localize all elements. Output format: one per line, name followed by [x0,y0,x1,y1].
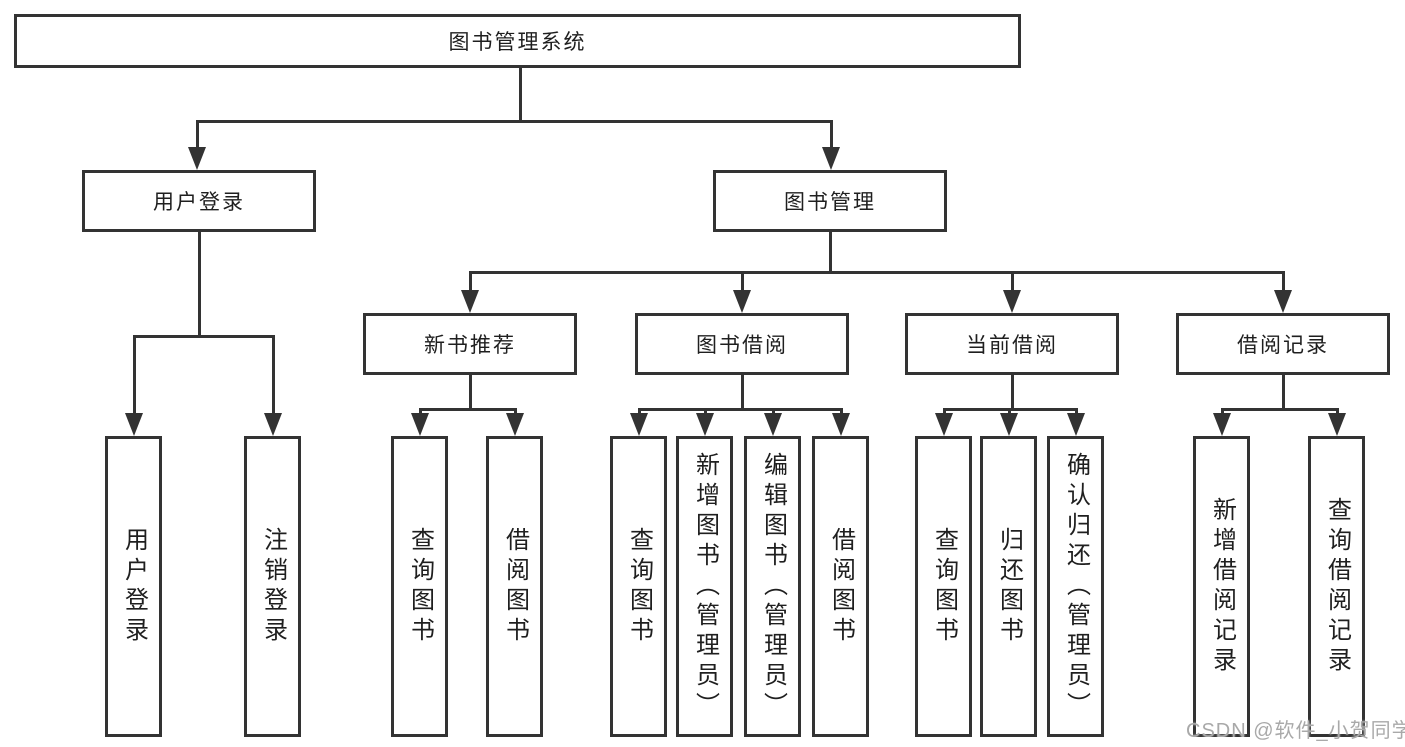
node-leaf-user-login: 用户登录 [105,436,162,737]
connector-drop [133,335,136,416]
node-leaf-query-books-recommend: 查询图书 [391,436,448,737]
arrowhead-down-icon [1274,290,1292,313]
arrowhead-down-icon [733,290,751,313]
arrowhead-down-icon [411,413,429,436]
node-library-system: 图书管理系统 [14,14,1021,68]
connector-bar [419,408,517,411]
node-leaf-query-books-current: 查询图书 [915,436,972,737]
connector-drop [1011,271,1014,293]
node-current-borrowing-label: 当前借阅 [966,334,1058,357]
connector-bar [133,335,275,338]
connector-stub [829,232,832,273]
arrowhead-down-icon [935,413,953,436]
arrowhead-down-icon [696,413,714,436]
arrowhead-down-icon [1003,290,1021,313]
node-leaf-borrow-books-recommend: 借阅图书 [486,436,543,737]
node-leaf-add-borrow-record-label: 新增借阅记录 [1208,496,1236,677]
connector-drop [772,408,775,416]
node-leaf-query-books-current-label: 查询图书 [930,526,958,647]
arrowhead-down-icon [125,413,143,436]
arrowhead-down-icon [822,147,840,170]
connector-stub [741,375,744,410]
node-leaf-confirm-return-admin-label: 确认归还（管理员） [1062,451,1090,722]
node-leaf-edit-books-admin-label: 编辑图书（管理员） [759,451,787,722]
node-new-book-recommend: 新书推荐 [363,313,577,375]
connector-stub [1011,375,1014,410]
node-library-system-label: 图书管理系统 [448,31,587,54]
node-book-management-label: 图书管理 [784,191,876,214]
connector-drop [1075,408,1078,416]
node-leaf-edit-books-admin: 编辑图书（管理员） [744,436,801,737]
node-leaf-return-books: 归还图书 [980,436,1037,737]
connector-drop [830,120,833,150]
node-leaf-borrow-books-recommend-label: 借阅图书 [501,526,529,647]
node-leaf-query-books-recommend-label: 查询图书 [406,526,434,647]
connector-drop [704,408,707,416]
connector-drop [514,408,517,416]
node-leaf-add-books-admin: 新增图书（管理员） [676,436,733,737]
node-user-login: 用户登录 [82,170,316,232]
connector-drop [1336,408,1339,416]
node-leaf-return-books-label: 归还图书 [995,526,1023,647]
connector-drop [272,335,275,416]
connector-bar [196,120,832,123]
connector-drop [1282,271,1285,293]
node-book-borrowing: 图书借阅 [635,313,849,375]
connector-bar [1221,408,1339,411]
connector-drop [469,271,472,293]
node-leaf-query-books-borrow: 查询图书 [610,436,667,737]
connector-bar [638,408,843,411]
node-leaf-logout-label: 注销登录 [259,526,287,647]
connector-drop [638,408,641,416]
connector-stub [469,375,472,410]
node-current-borrowing: 当前借阅 [905,313,1119,375]
node-leaf-logout: 注销登录 [244,436,301,737]
node-leaf-user-login-label: 用户登录 [120,526,148,647]
connector-drop [419,408,422,416]
node-leaf-borrow-books-label: 借阅图书 [827,526,855,647]
arrowhead-down-icon [461,290,479,313]
node-leaf-confirm-return-admin: 确认归还（管理员） [1047,436,1104,737]
arrowhead-down-icon [1067,413,1085,436]
arrowhead-down-icon [264,413,282,436]
arrowhead-down-icon [832,413,850,436]
node-new-book-recommend-label: 新书推荐 [424,334,516,357]
node-borrowing-records: 借阅记录 [1176,313,1390,375]
arrowhead-down-icon [630,413,648,436]
arrowhead-down-icon [1328,413,1346,436]
csdn-watermark: CSDN @软件_小贺同学 [1186,720,1405,742]
connector-stub [198,232,201,337]
connector-drop [741,271,744,293]
connector-drop [840,408,843,416]
arrowhead-down-icon [1213,413,1231,436]
arrowhead-down-icon [1000,413,1018,436]
node-leaf-add-books-admin-label: 新增图书（管理员） [691,451,719,722]
node-leaf-query-books-borrow-label: 查询图书 [625,526,653,647]
connector-stub [519,68,522,122]
connector-drop [1008,408,1011,416]
connector-drop [943,408,946,416]
connector-stub [1282,375,1285,410]
connector-drop [196,120,199,150]
node-leaf-query-borrow-record-label: 查询借阅记录 [1323,496,1351,677]
node-leaf-add-borrow-record: 新增借阅记录 [1193,436,1250,737]
node-book-management: 图书管理 [713,170,947,232]
node-book-borrowing-label: 图书借阅 [696,334,788,357]
arrowhead-down-icon [188,147,206,170]
node-leaf-query-borrow-record: 查询借阅记录 [1308,436,1365,737]
arrowhead-down-icon [764,413,782,436]
arrowhead-down-icon [506,413,524,436]
node-user-login-label: 用户登录 [153,191,245,214]
connector-bar [469,271,1284,274]
node-borrowing-records-label: 借阅记录 [1237,334,1329,357]
node-leaf-borrow-books: 借阅图书 [812,436,869,737]
connector-drop [1221,408,1224,416]
